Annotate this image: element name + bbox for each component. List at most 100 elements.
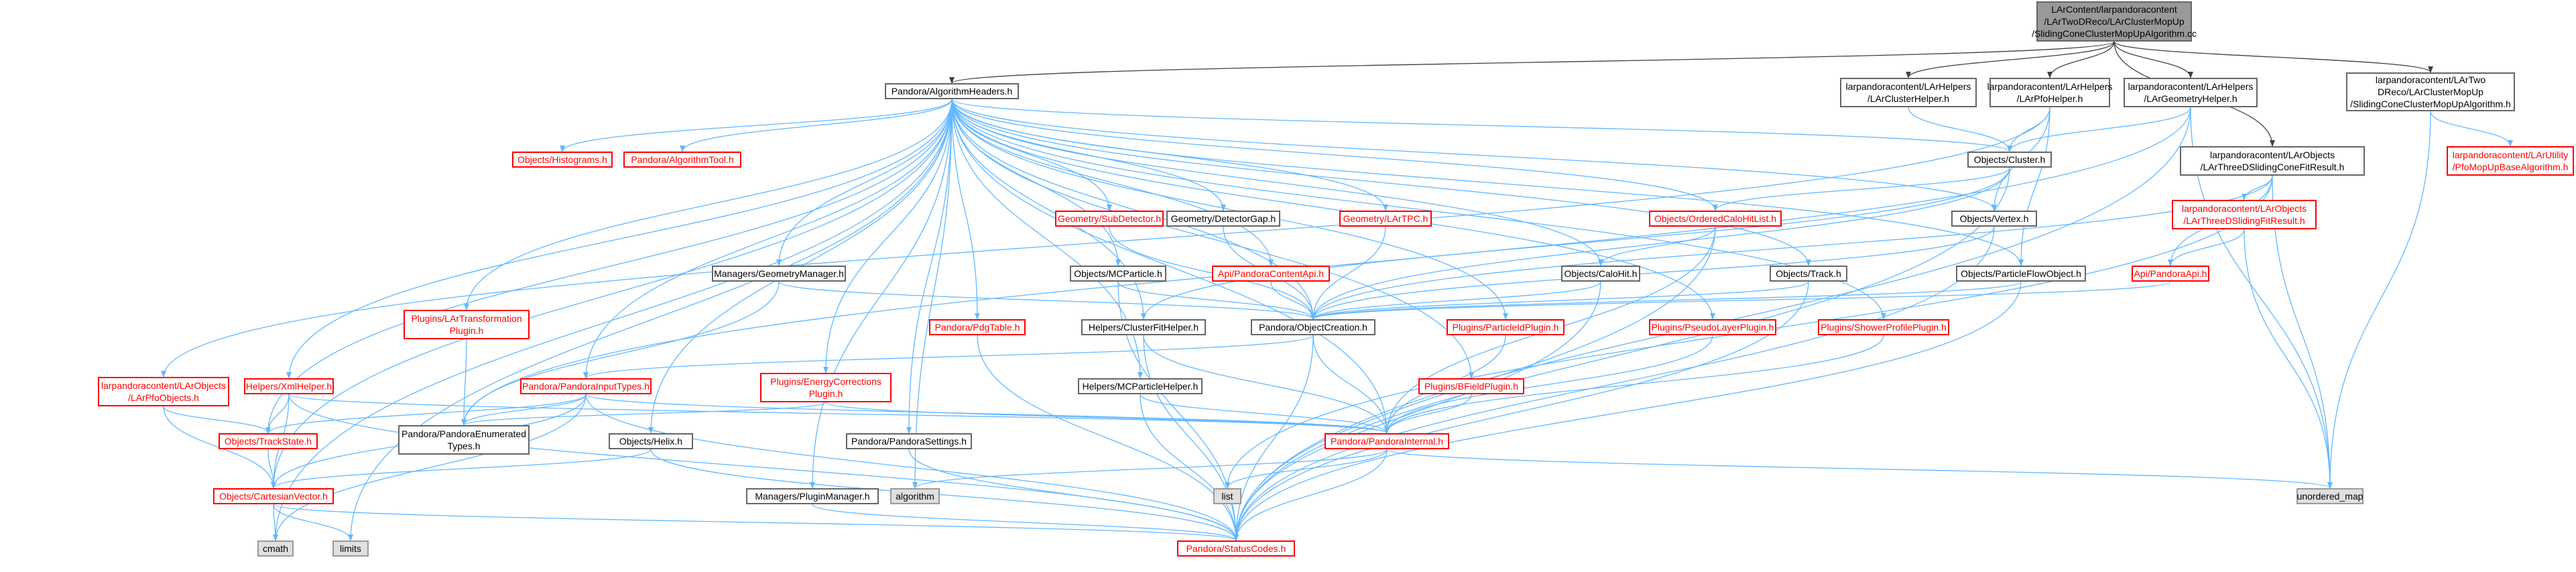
node-label: cmath xyxy=(262,543,289,554)
node-alg-headers[interactable]: Pandora/AlgorithmHeaders.h xyxy=(885,83,1019,99)
node-std-limits: limits xyxy=(332,540,369,557)
node-label: Objects/Histograms.h xyxy=(517,154,607,165)
node-std-unordered-map: unordered_map xyxy=(2296,488,2364,504)
node-objects-vertex[interactable]: Objects/Vertex.h xyxy=(1951,211,2037,227)
edge-alg-headers-to-objects-trackstate xyxy=(265,99,953,434)
edge-objects-cartesian-to-std-cmath xyxy=(272,504,278,541)
node-label: DReco/LArClusterMopUp xyxy=(2378,87,2483,97)
node-objects-cartesian[interactable]: Objects/CartesianVector.h xyxy=(213,488,334,504)
node-objects-track[interactable]: Objects/Track.h xyxy=(1770,266,1847,282)
node-geometry-subdetector[interactable]: Geometry/SubDetector.h xyxy=(1055,211,1164,227)
node-pandora-pdgtable[interactable]: Pandora/PdgTable.h xyxy=(929,319,1026,335)
node-plugins-pseudolayer[interactable]: Plugins/PseudoLayerPlugin.h xyxy=(1649,319,1776,335)
node-label: Objects/Cluster.h xyxy=(1973,154,2046,165)
node-plugins-bfield[interactable]: Plugins/BFieldPlugin.h xyxy=(1418,378,1524,394)
node-label: Plugin.h xyxy=(449,325,484,336)
node-label: Geometry/DetectorGap.h xyxy=(1170,213,1276,224)
node-objects-helix[interactable]: Objects/Helix.h xyxy=(609,433,693,449)
edge-objects-helix-to-pandora-statuscodes xyxy=(650,449,1239,541)
edge-ordered-calohitlist-to-objects-calohit xyxy=(1598,226,1716,266)
node-objects-mcparticle[interactable]: Objects/MCParticle.h xyxy=(1070,266,1166,282)
edge-pfo-helper-to-objects-pfo xyxy=(2018,107,2050,266)
node-pandora-inputtypes[interactable]: Pandora/PandoraInputTypes.h xyxy=(520,378,652,394)
edge-alg-headers-to-objects-cartesian xyxy=(271,99,953,489)
node-helpers-xml[interactable]: Helpers/XmlHelper.h xyxy=(244,378,334,394)
node-label: Objects/Helix.h xyxy=(619,436,683,447)
node-objects-calohit[interactable]: Objects/CaloHit.h xyxy=(1561,266,1640,282)
node-label: Pandora/PandoraInputTypes.h xyxy=(522,381,650,392)
edge-objects-cartesian-to-pandora-statuscodes xyxy=(273,504,1239,541)
edge-sliding-cone-h-to-pfo-mopup-base xyxy=(2430,111,2513,147)
node-label: /LArThreeDSlidingConeFitResult.h xyxy=(2200,162,2345,172)
edge-alg-headers-to-pandora-pdgtable xyxy=(951,99,980,320)
edge-managers-geometry-to-pandora-enumerated xyxy=(461,281,780,426)
node-label: Pandora/AlgorithmHeaders.h xyxy=(891,86,1013,97)
node-geometry-helper[interactable]: larpandoracontent/LArHelpers/LArGeometry… xyxy=(2124,78,2258,107)
node-label: larpandoracontent/LArHelpers xyxy=(1845,81,1971,92)
node-managers-plugin[interactable]: Managers/PluginManager.h xyxy=(746,488,879,504)
node-objects-cluster[interactable]: Objects/Cluster.h xyxy=(1967,152,2052,168)
node-objects-trackstate[interactable]: Objects/TrackState.h xyxy=(219,433,318,449)
node-label: limits xyxy=(340,543,361,554)
edge-pandora-inputtypes-to-pandora-statuscodes xyxy=(585,394,1239,541)
node-algorithm-tool[interactable]: Pandora/AlgorithmTool.h xyxy=(623,152,741,168)
node-pfo-mopup-base[interactable]: larpandoracontent/LArUtility/PfoMopUpBas… xyxy=(2447,146,2574,176)
edge-three-d-fit-to-api-pandoraapi xyxy=(2168,229,2245,266)
node-label: Plugin.h xyxy=(808,388,843,399)
node-std-algorithm: algorithm xyxy=(890,488,940,504)
node-pfo-helper[interactable]: larpandoracontent/LArHelpers/LArPfoHelpe… xyxy=(1987,78,2112,107)
node-api-pandoracontent[interactable]: Api/PandoraContentApi.h xyxy=(1212,266,1330,282)
edge-objects-cartesian-to-std-limits xyxy=(273,504,353,541)
edge-alg-headers-to-std-algorithm xyxy=(912,99,953,489)
node-label: Objects/MCParticle.h xyxy=(1074,268,1162,279)
node-label: Managers/PluginManager.h xyxy=(755,491,870,502)
node-label: /SlidingConeClusterMopUpAlgorithm.cc xyxy=(2032,28,2197,39)
node-label: Objects/TrackState.h xyxy=(224,436,312,447)
edge-alg-headers-to-plugins-pseudolayer xyxy=(951,99,1715,320)
edge-sliding-cone-h-to-std-unordered-map xyxy=(2327,111,2431,489)
node-pandora-internal[interactable]: Pandora/PandoraInternal.h xyxy=(1325,433,1449,449)
node-helpers-clusterfit[interactable]: Helpers/ClusterFitHelper.h xyxy=(1081,319,1206,335)
edge-alg-headers-to-objects-vertex xyxy=(951,99,1997,211)
node-geometry-lartpc[interactable]: Geometry/LArTPC.h xyxy=(1339,211,1432,227)
edge-alg-headers-to-std-limits xyxy=(348,99,953,541)
node-label: Api/PandoraApi.h xyxy=(2134,268,2207,279)
edge-three-d-conefit-to-three-d-fit xyxy=(2242,175,2273,201)
node-objects-pfo[interactable]: Objects/ParticleFlowObject.h xyxy=(1956,266,2086,282)
node-helpers-mcparticle[interactable]: Helpers/MCParticleHelper.h xyxy=(1078,378,1203,394)
edge-geometry-lartpc-to-pandora-objectcreation xyxy=(1310,226,1386,320)
node-geometry-detectorgap[interactable]: Geometry/DetectorGap.h xyxy=(1166,211,1280,227)
node-three-d-conefit[interactable]: larpandoracontent/LArObjects/LArThreeDSl… xyxy=(2180,146,2365,176)
edge-objects-cluster-to-pandora-statuscodes xyxy=(1233,167,2010,541)
node-pandora-statuscodes[interactable]: Pandora/StatusCodes.h xyxy=(1177,540,1295,557)
edge-plugins-lartransformation-to-pandora-enumerated xyxy=(461,339,467,426)
edge-plugins-energycorrections-to-pandora-internal xyxy=(825,402,1390,434)
node-managers-geometry[interactable]: Managers/GeometryManager.h xyxy=(712,266,846,282)
node-label: Objects/OrderedCaloHitList.h xyxy=(1654,213,1777,224)
node-cluster-helper[interactable]: larpandoracontent/LArHelpers/LArClusterH… xyxy=(1840,78,1977,107)
node-pandora-objectcreation[interactable]: Pandora/ObjectCreation.h xyxy=(1251,319,1375,335)
node-label: Pandora/PandoraSettings.h xyxy=(851,436,967,447)
node-label: algorithm xyxy=(896,491,934,502)
node-api-pandoraapi[interactable]: Api/PandoraApi.h xyxy=(2132,266,2209,282)
node-label: Objects/CaloHit.h xyxy=(1564,268,1638,279)
node-plugins-showerprofile[interactable]: Plugins/ShowerProfilePlugin.h xyxy=(1818,319,1949,335)
node-three-d-fit[interactable]: larpandoracontent/LArObjects/LArThreeDSl… xyxy=(2172,200,2317,229)
node-label: Helpers/XmlHelper.h xyxy=(245,381,332,392)
node-label: Managers/GeometryManager.h xyxy=(714,268,844,279)
node-label: /LArTwoDReco/LArClusterMopUp xyxy=(2044,16,2185,27)
node-plugins-particleid[interactable]: Plugins/ParticleIdPlugin.h xyxy=(1447,319,1565,335)
node-pandora-settings[interactable]: Pandora/PandoraSettings.h xyxy=(846,433,972,449)
edge-geometry-helper-to-objects-cluster xyxy=(2007,107,2191,152)
edge-helpers-xml-to-pandora-internal xyxy=(288,394,1390,434)
node-lar-pfo-objects[interactable]: larpandoracontent/LArObjects/LArPfoObjec… xyxy=(98,377,229,406)
node-label: unordered_map xyxy=(2296,491,2364,502)
node-label: Pandora/StatusCodes.h xyxy=(1186,543,1286,554)
node-objects-histograms[interactable]: Objects/Histograms.h xyxy=(512,152,613,168)
node-ordered-calohitlist[interactable]: Objects/OrderedCaloHitList.h xyxy=(1649,211,1782,227)
edge-pandora-internal-to-std-algorithm xyxy=(912,449,1388,489)
